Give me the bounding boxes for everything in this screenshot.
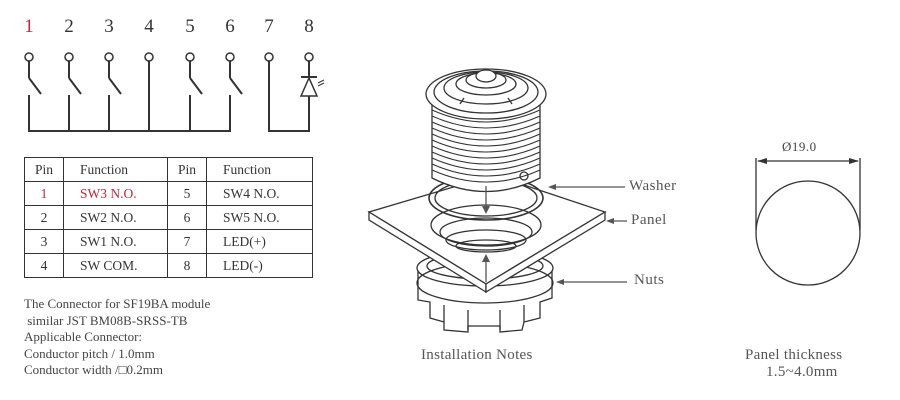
panel-label: Panel (631, 212, 667, 228)
pin-number-6: 6 (225, 16, 235, 37)
header-pin-1: Pin (24, 157, 64, 182)
pin-cell: 8 (167, 253, 207, 278)
note-line: Conductor width /□0.2mm (24, 362, 163, 378)
table-header-row: Pin Function Pin Function (24, 157, 313, 182)
pin-cell: 1 (24, 181, 64, 206)
note-line: similar JST BM08B-SRSS-TB (24, 312, 188, 328)
note-line: Conductor pitch / 1.0mm (24, 345, 155, 361)
header-function-1: Function (63, 157, 168, 182)
button-body-illustration (425, 68, 547, 193)
dimension-arrow-right (849, 158, 859, 164)
panel-illustration (367, 174, 607, 294)
pin-cell: 5 (167, 181, 207, 206)
cutout-circle (755, 180, 861, 286)
function-cell: SW3 N.O. (63, 181, 168, 206)
dimension-arrow-left (757, 158, 767, 164)
nuts-label: Nuts (634, 272, 665, 288)
connector-note: The Connector for SF19BA module similar … (24, 296, 210, 379)
panel-thickness-caption: Panel thickness (745, 347, 843, 363)
washer-label: Washer (629, 178, 677, 194)
pin-cell: 7 (167, 229, 207, 254)
function-cell: SW2 N.O. (63, 205, 168, 230)
pin-number-2: 2 (64, 16, 74, 37)
function-cell: SW5 N.O. (206, 205, 313, 230)
diameter-label: Ø19.0 (782, 139, 817, 154)
table-row: 2 SW2 N.O. 6 SW5 N.O. (24, 205, 313, 230)
note-line: Applicable Connector: (24, 329, 143, 345)
common-line-4 (144, 52, 154, 131)
switch-symbol-2 (64, 52, 82, 131)
table-row: 4 SW COM. 8 LED(-) (24, 253, 313, 278)
pin-number-3: 3 (104, 16, 114, 37)
pin-function-table: Pin Function Pin Function 1 SW3 N.O. 5 S… (24, 157, 313, 278)
header-function-2: Function (206, 157, 313, 182)
switch-symbol-6 (225, 52, 243, 131)
pin-number-1: 1 (24, 16, 34, 37)
pin-number-8: 8 (304, 16, 314, 37)
switch-symbol-5 (185, 52, 203, 131)
pin-number-5: 5 (185, 16, 195, 37)
installation-caption: Installation Notes (421, 347, 533, 363)
led-line-7 (264, 52, 274, 131)
callout-leaders (548, 184, 627, 285)
pin-cell: 4 (24, 253, 64, 278)
panel-thickness-value: 1.5~4.0mm (766, 364, 838, 380)
switch-symbol-1 (24, 52, 42, 131)
pin-number-7: 7 (264, 16, 274, 37)
switch-symbol-3 (104, 52, 122, 131)
function-cell: LED(-) (206, 253, 313, 278)
note-line: The Connector for SF19BA module (24, 296, 211, 311)
function-cell: SW COM. (63, 253, 168, 278)
assembly-arrows (482, 186, 490, 282)
led-diode-icon (299, 52, 325, 131)
pin-number-4: 4 (144, 16, 154, 37)
